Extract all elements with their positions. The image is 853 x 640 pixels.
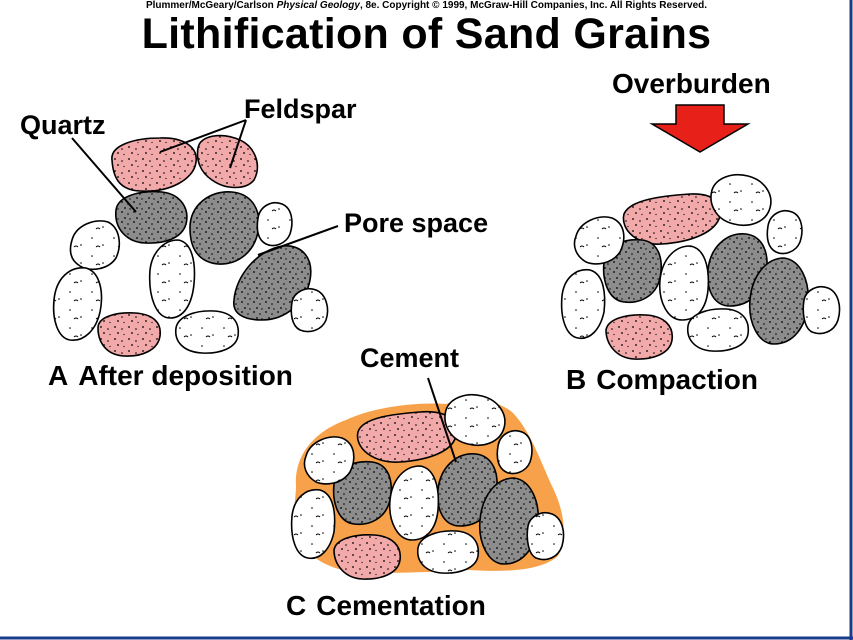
feldspar-grain <box>622 193 722 245</box>
feldspar-grain <box>196 134 259 189</box>
quartz-white-grain <box>658 245 710 321</box>
quartz-white-grain <box>802 285 841 335</box>
quartz-white-grain <box>444 394 506 446</box>
quartz-white-grain <box>573 216 625 265</box>
quartz-dark-grain <box>332 460 392 526</box>
quartz-white-grain <box>766 210 803 255</box>
panel-a-letter: A <box>48 360 69 391</box>
label-feldspar: Feldspar <box>244 94 357 124</box>
feldspar-grain <box>333 534 401 580</box>
quartz-white-grain <box>687 308 750 352</box>
quartz-white-grain <box>52 267 103 341</box>
quartz-dark-grain <box>479 477 539 565</box>
quartz-white-grain <box>560 269 606 339</box>
panel-c-text: Cementation <box>316 590 486 621</box>
quartz-white-grain <box>148 239 196 319</box>
feldspar-grain <box>356 411 458 463</box>
quartz-white-grain <box>69 220 121 271</box>
quartz-white-grain <box>388 465 440 541</box>
quartz-dark-grain <box>749 257 809 345</box>
quartz-dark-grain <box>189 191 260 265</box>
label-quartz: Quartz <box>20 110 106 140</box>
feldspar-grain <box>111 137 197 192</box>
panel-a-caption: A After deposition <box>48 360 293 392</box>
page-title: Lithification of Sand Grains <box>141 10 712 58</box>
feldspar-grain <box>605 314 673 360</box>
panel-c-letter: C <box>286 590 307 621</box>
panel-b-text: Compaction <box>596 364 759 395</box>
copyright-line: Plummer/McGeary/Carlson Physical Geology… <box>0 0 853 12</box>
quartz-white-grain <box>526 511 565 561</box>
quartz-white-grain <box>417 530 480 574</box>
copyright-book: Physical Geology <box>276 0 360 11</box>
overburden-arrow <box>649 104 751 153</box>
panel-c-grains <box>290 394 565 580</box>
quartz-white-grain <box>256 202 293 247</box>
label-overburden: Overburden <box>612 68 771 99</box>
quartz-white-grain <box>710 174 772 226</box>
quartz-white-grain <box>290 287 329 333</box>
label-cement: Cement <box>360 343 460 373</box>
panel-b-caption: B Compaction <box>566 364 758 396</box>
quartz-white-grain <box>303 436 355 485</box>
label-pore-space: Pore space <box>344 208 489 238</box>
panel-a-grains <box>52 134 329 357</box>
cement-leader-line <box>427 377 457 463</box>
quartz-white-grain <box>290 489 336 559</box>
quartz-white-grain <box>496 430 533 475</box>
quartz-white-grain <box>175 310 240 354</box>
panel-b-grains <box>560 174 841 360</box>
leader-lines <box>71 119 339 256</box>
panel-a-text: After deposition <box>78 360 293 391</box>
quartz-dark-grain <box>115 190 188 244</box>
copyright-rest: , 8e. Copyright © 1999, McGraw-Hill Comp… <box>359 0 708 11</box>
panel-c-caption: C Cementation <box>286 590 486 622</box>
panel-b-letter: B <box>566 364 587 395</box>
feldspar-grain <box>97 312 161 357</box>
copyright-authors: Plummer/McGeary/Carlson <box>145 0 274 11</box>
